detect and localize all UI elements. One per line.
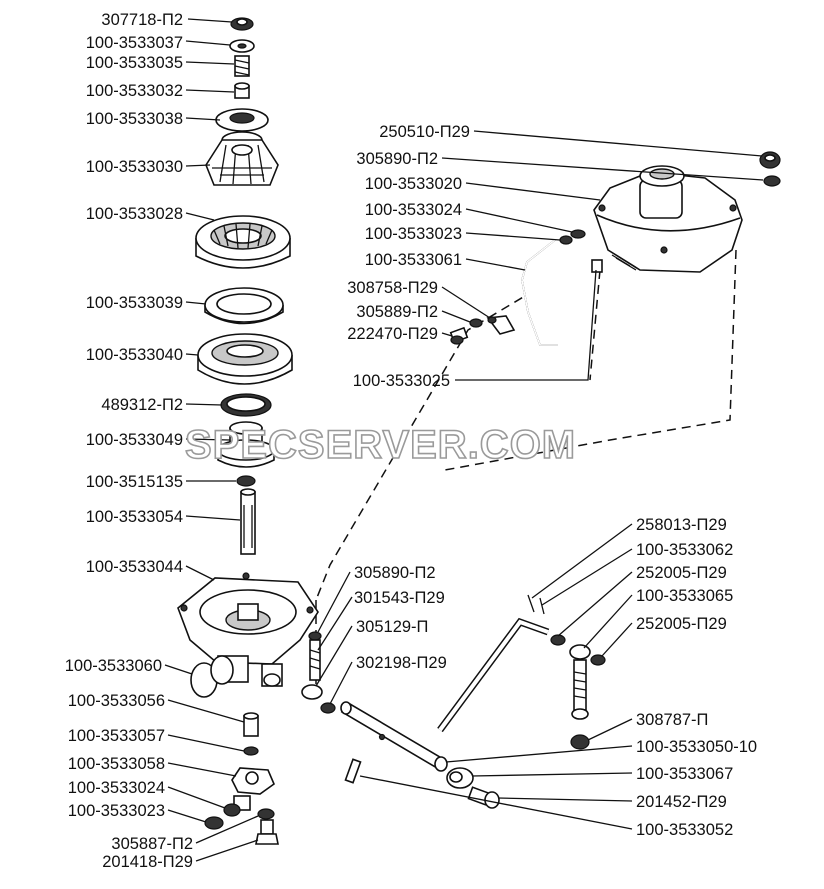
label-3533028: 100-3533028 [86, 205, 183, 223]
label-252005-a: 252005-П29 [636, 564, 727, 582]
leader-lines [164, 18, 764, 862]
label-3533039: 100-3533039 [86, 294, 183, 312]
label-3533040: 100-3533040 [86, 346, 183, 364]
label-250510: 250510-П29 [379, 123, 470, 141]
part-fitting-3533058 [231, 767, 275, 811]
label-201452: 201452-П29 [636, 793, 727, 811]
label-3533056: 100-3533056 [68, 692, 165, 710]
part-spring-3533035 [234, 55, 250, 77]
label-305129: 305129-П [356, 618, 428, 636]
label-3533032: 100-3533032 [86, 82, 183, 100]
part-rod-3533061 [521, 239, 558, 346]
label-3533052: 100-3533052 [636, 821, 733, 839]
dash-line-cap-to-housing [315, 289, 536, 601]
part-bolt-201418 [255, 819, 279, 845]
part-308787 [570, 734, 590, 750]
label-305889: 305889-П2 [356, 303, 438, 321]
label-3533044: 100-3533044 [86, 558, 183, 576]
label-3533067: 100-3533067 [636, 765, 733, 783]
label-3533061: 100-3533061 [365, 251, 462, 269]
label-301543: 301543-П29 [354, 589, 445, 607]
label-3533058: 100-3533058 [68, 755, 165, 773]
label-201418: 201418-П29 [102, 853, 193, 871]
watermark-text: SPECSERVER.COM [185, 423, 576, 467]
part-bolt-301543 [301, 631, 323, 700]
part-3533067 [446, 767, 474, 789]
part-rod-end-3533065 [569, 644, 591, 720]
dash-line-cover-pin [589, 269, 601, 381]
part-washer-305890 [763, 175, 781, 187]
part-3533023-right [559, 235, 573, 245]
part-3533032 [234, 82, 250, 99]
part-washer-3533037 [229, 39, 255, 53]
label-3533024-left: 100-3533024 [68, 779, 165, 797]
label-3533023-right: 100-3533023 [365, 225, 462, 243]
label-252005-b: 252005-П29 [636, 615, 727, 633]
part-302198 [320, 702, 336, 714]
label-3533035: 100-3533035 [86, 54, 183, 72]
part-plug-3533060 [190, 655, 234, 698]
label-308758: 308758-П29 [347, 279, 438, 297]
label-3533060: 100-3533060 [65, 657, 162, 675]
label-3533050-10: 100-3533050-10 [636, 738, 757, 756]
label-3533037: 100-3533037 [86, 34, 183, 52]
part-3533049 [217, 421, 275, 468]
label-3533025: 100-3533025 [353, 372, 450, 390]
part-bolt-3533052 [344, 758, 362, 784]
label-305890-mid: 305890-П2 [354, 564, 436, 582]
label-489312: 489312-П2 [101, 396, 183, 414]
part-cotter-258013 [527, 594, 545, 615]
label-3533020: 100-3533020 [365, 175, 462, 193]
part-shaft-3533050 [340, 701, 448, 772]
label-3533062: 100-3533062 [636, 541, 733, 559]
part-305889 [469, 318, 483, 328]
part-washer-252005-b [590, 654, 606, 666]
part-cup-3533040 [197, 333, 293, 385]
part-housing-3533044 [177, 572, 319, 687]
part-bracket-308758 [486, 315, 516, 335]
part-3515135 [236, 475, 256, 487]
part-lever-3533062 [437, 617, 550, 733]
label-3533030: 100-3533030 [86, 158, 183, 176]
label-3533024-right: 100-3533024 [365, 201, 462, 219]
part-nut-250510 [759, 151, 781, 169]
part-3533023-small [204, 816, 224, 830]
part-washer-252005-a [550, 634, 566, 646]
part-3533057 [243, 746, 259, 756]
label-3533038: 100-3533038 [86, 110, 183, 128]
label-3533023-left: 100-3533023 [68, 802, 165, 820]
label-258013: 258013-П29 [636, 516, 727, 534]
part-ring-3533039 [204, 287, 284, 325]
part-3533024-small [223, 803, 241, 817]
part-3533024-right [570, 229, 586, 239]
label-3533065: 100-3533065 [636, 587, 733, 605]
label-302198: 302198-П29 [356, 654, 447, 672]
label-305890-top: 305890-П2 [356, 150, 438, 168]
dash-line-cover-to-shaft [444, 249, 737, 471]
part-307718-nut [230, 17, 254, 31]
part-shaft-3533054 [240, 488, 256, 555]
part-pin-3533025 [591, 259, 603, 273]
part-crown-3533028 [195, 215, 291, 269]
label-3533049: 100-3533049 [86, 431, 183, 449]
label-307718: 307718-П2 [101, 11, 183, 29]
part-305887-washer [257, 808, 275, 820]
label-305887: 305887-П2 [111, 835, 193, 853]
label-222470: 222470-П29 [347, 325, 438, 343]
part-ring-489312 [220, 393, 272, 417]
part-cover-3533020 [593, 165, 743, 273]
label-3515135: 100-3515135 [86, 473, 183, 491]
part-bolt-222470 [449, 326, 469, 345]
part-gear-3533030 [205, 131, 279, 186]
label-3533057: 100-3533057 [68, 727, 165, 745]
part-3533038 [215, 108, 269, 132]
label-308787: 308787-П [636, 711, 708, 729]
label-3533054: 100-3533054 [86, 508, 183, 526]
part-3533056 [243, 712, 259, 737]
